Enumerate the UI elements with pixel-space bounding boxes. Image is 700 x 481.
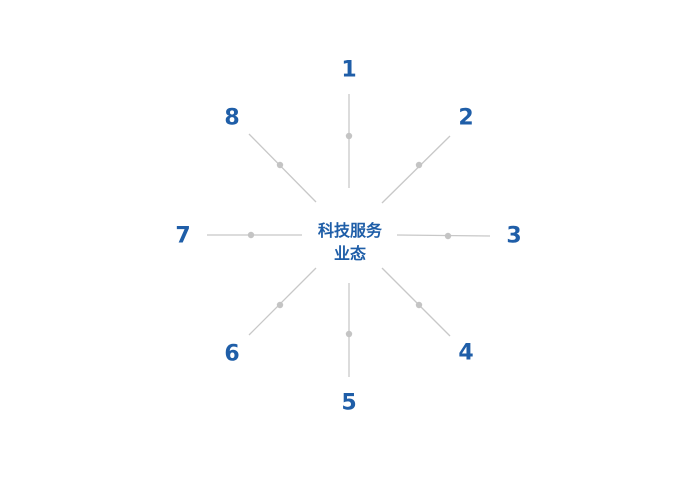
spoke-dot-1 [345, 132, 353, 140]
spoke-label-6: 6 [224, 342, 239, 367]
spoke-dot-3 [444, 232, 452, 240]
spoke-label-3: 3 [506, 224, 521, 249]
center-label-line2: 业态 [334, 244, 366, 263]
spokes: 1 2 3 4 5 6 7 8 [175, 58, 521, 416]
spoke-dot-2 [415, 161, 423, 169]
center-label-line1: 科技服务 [318, 221, 383, 240]
spoke-label-4: 4 [458, 341, 473, 366]
spoke-label-8: 8 [224, 106, 239, 131]
spoke-dot-4 [415, 301, 423, 309]
center-node: 科技服务 业态 [318, 221, 383, 263]
spoke-line-3 [396, 234, 491, 237]
spoke-label-2: 2 [458, 106, 473, 131]
spoke-label-1: 1 [341, 58, 356, 83]
spoke-line-8 [248, 133, 317, 203]
spoke-dot-8 [276, 161, 284, 169]
spoke-dot-7 [247, 231, 255, 239]
spoke-dot-6 [276, 301, 284, 309]
spoke-line-4 [381, 267, 451, 337]
spoke-label-7: 7 [175, 224, 190, 249]
spoke-label-5: 5 [341, 391, 356, 416]
spoke-dot-5 [345, 330, 353, 338]
spoke-line-6 [248, 267, 317, 336]
spoke-line-2 [381, 135, 451, 204]
